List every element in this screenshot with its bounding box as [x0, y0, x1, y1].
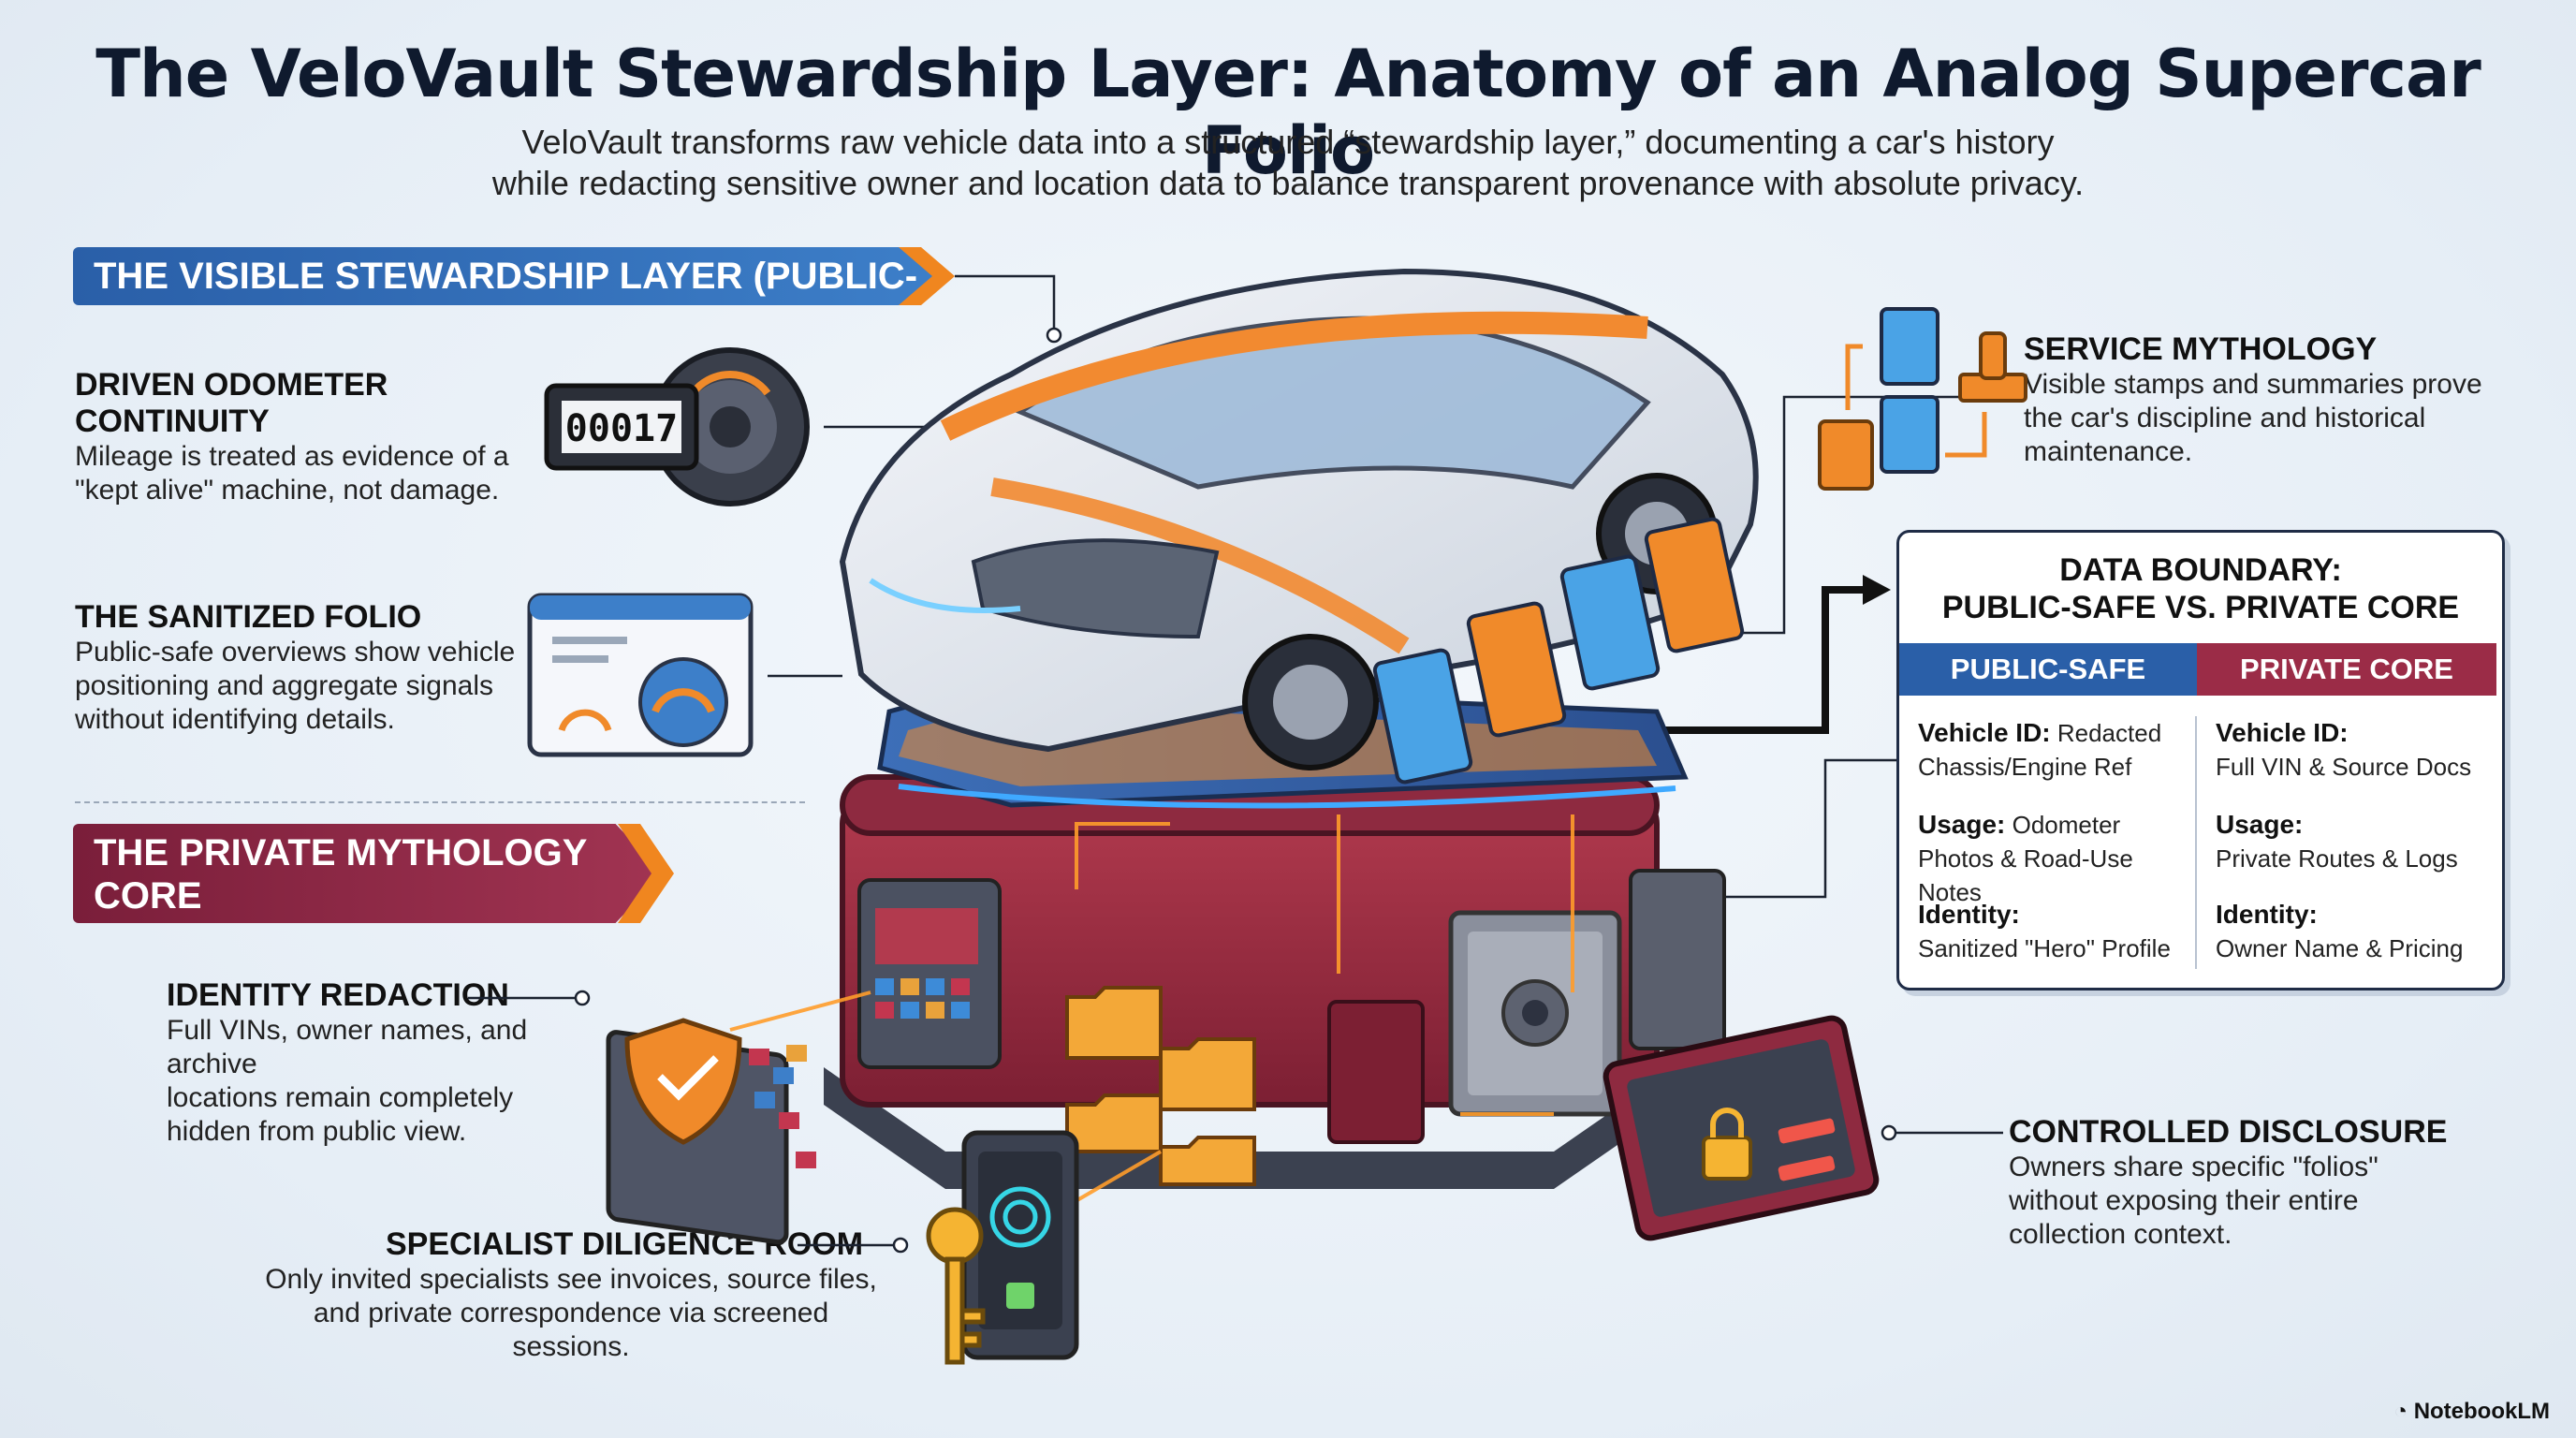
folio-body-2: positioning and aggregate signals: [75, 670, 493, 701]
column-divider: [2195, 716, 2197, 969]
disclosure-body-1: Owners share specific "folios": [2009, 1152, 2378, 1182]
disclosure-callout: CONTROLLED DISCLOSURE Owners share speci…: [2009, 1114, 2458, 1252]
data-boundary-title-2: PUBLIC-SAFE VS. PRIVATE CORE: [1941, 590, 2460, 625]
public-inline-value: Odometer: [2012, 811, 2121, 839]
disclosure-title: CONTROLLED DISCLOSURE: [2009, 1114, 2448, 1150]
row-label: Identity:: [2216, 900, 2318, 929]
folio-body-3: without identifying details.: [75, 704, 395, 735]
identity-body-1: Full VINs, owner names, and archive: [167, 1015, 528, 1079]
odometer-callout: DRIVEN ODOMETER CONTINUITY Mileage is tr…: [75, 367, 562, 507]
private-vehicle-id: Vehicle ID: Full VIN & Source Docs: [2216, 716, 2496, 784]
folio-body-1: Public-safe overviews show vehicle: [75, 637, 516, 668]
section-divider: [75, 801, 805, 803]
safe-icon: [1448, 910, 1622, 1117]
row-label: Usage:: [1918, 810, 2006, 839]
subtitle-line-2: while redacting sensitive owner and loca…: [491, 164, 2085, 202]
private-usage: Usage: Private Routes & Logs: [2216, 808, 2496, 875]
odometer-counter: [544, 383, 699, 471]
data-boundary-title: DATA BOUNDARY: PUBLIC-SAFE VS. PRIVATE C…: [1899, 551, 2502, 626]
visible-layer-banner: THE VISIBLE STEWARDSHIP LAYER (PUBLIC-SA…: [73, 247, 953, 305]
diligence-body-1: Only invited specialists see invoices, s…: [265, 1264, 877, 1295]
data-boundary-panel: DATA BOUNDARY: PUBLIC-SAFE VS. PRIVATE C…: [1896, 530, 2505, 990]
notebooklm-label: NotebookLM: [2413, 1399, 2550, 1424]
private-banner-line-1: THE PRIVATE MYTHOLOGY CORE: [94, 832, 587, 917]
public-identity: Identity: Sanitized "Hero" Profile: [1918, 898, 2189, 965]
private-identity: Identity: Owner Name & Pricing: [2216, 898, 2496, 965]
disclosure-body-2: without exposing their entire: [2009, 1185, 2359, 1216]
diligence-callout: SPECIALIST DILIGENCE ROOM Only invited s…: [253, 1226, 889, 1364]
private-value: Private Routes & Logs: [2216, 844, 2458, 873]
odometer-digits: 00017: [565, 407, 678, 450]
disclosure-body-3: collection context.: [2009, 1219, 2232, 1250]
folio-cards: [1372, 517, 1745, 785]
page-subtitle: VeloVault transforms raw vehicle data in…: [352, 122, 2224, 204]
service-body-3: maintenance.: [2024, 436, 2193, 467]
notebooklm-watermark: ◔ NotebookLM: [2394, 1399, 2550, 1425]
public-value: Chassis/Engine Ref: [1918, 753, 2132, 781]
identity-body-3: hidden from public view.: [167, 1116, 467, 1147]
service-body-1: Visible stamps and summaries prove: [2024, 369, 2482, 400]
folio-title: THE SANITIZED FOLIO: [75, 599, 422, 635]
identity-callout: IDENTITY REDACTION Full VINs, owner name…: [167, 977, 625, 1149]
public-value: Photos & Road-Use Notes: [1918, 844, 2133, 906]
row-label: Usage:: [2216, 810, 2304, 839]
public-usage: Usage: Odometer Photos & Road-Use Notes: [1918, 808, 2189, 909]
service-stamp-icon: [1818, 307, 2027, 491]
dashboard-icon: [527, 593, 754, 757]
private-banner-line-2: (RESTRICTED DATA): [94, 918, 467, 960]
supercar-illustration: [839, 268, 1759, 770]
odometer-body-2: "kept alive" machine, not damage.: [75, 475, 500, 506]
public-inline-value: Redacted: [2056, 719, 2162, 747]
diligence-body-2: and private correspondence via screened …: [313, 1298, 829, 1362]
lock-tablet-icon: [1603, 1015, 1880, 1241]
redacted-pixel-blocks: [749, 1045, 816, 1168]
arrow-to-data-boundary: [1647, 575, 1891, 734]
row-label: Vehicle ID:: [2216, 718, 2349, 747]
service-body-2: the car's discipline and historical: [2024, 403, 2426, 433]
service-title: SERVICE MYTHOLOGY: [2024, 331, 2378, 367]
subtitle-line-1: VeloVault transforms raw vehicle data in…: [521, 123, 2055, 161]
private-core-banner: THE PRIVATE MYTHOLOGY CORE (RESTRICTED D…: [73, 824, 663, 923]
private-layer-header: PRIVATE CORE LAYER: [2197, 643, 2496, 738]
identity-body-2: locations remain completely: [167, 1082, 514, 1113]
odometer-body-1: Mileage is treated as evidence of a: [75, 441, 509, 472]
data-boundary-title-1: DATA BOUNDARY:: [2059, 552, 2342, 588]
private-value: Full VIN & Source Docs: [2216, 753, 2472, 781]
shield-icon: [606, 1018, 789, 1245]
fingerprint-tablet-icon: [961, 1130, 1079, 1360]
row-label: Vehicle ID:: [1918, 718, 2051, 747]
odometer-title: DRIVEN ODOMETER CONTINUITY: [75, 367, 388, 439]
notebooklm-logo-icon: ◔: [2393, 1399, 2408, 1424]
service-callout: SERVICE MYTHOLOGY Visible stamps and sum…: [2024, 331, 2510, 469]
leader-private-core: [1690, 758, 1896, 899]
leader-visible-banner: [955, 274, 1056, 330]
row-label: Identity:: [1918, 900, 2020, 929]
public-value: Sanitized "Hero" Profile: [1918, 934, 2171, 962]
private-vault: [824, 774, 1726, 1189]
public-vehicle-id: Vehicle ID: Redacted Chassis/Engine Ref: [1918, 716, 2189, 784]
car-wheel: [1242, 634, 1379, 770]
page-title: The VeloVault Stewardship Layer: Anatomy…: [95, 36, 2481, 189]
identity-title: IDENTITY REDACTION: [167, 977, 509, 1013]
public-layer-header: PUBLIC-SAFE LAYER: [1899, 643, 2197, 738]
private-value: Owner Name & Pricing: [2216, 934, 2464, 962]
folio-callout: THE SANITIZED FOLIO Public-safe overview…: [75, 599, 562, 737]
key-icon: [926, 1207, 986, 1365]
folder-icon: [1065, 986, 1256, 1186]
